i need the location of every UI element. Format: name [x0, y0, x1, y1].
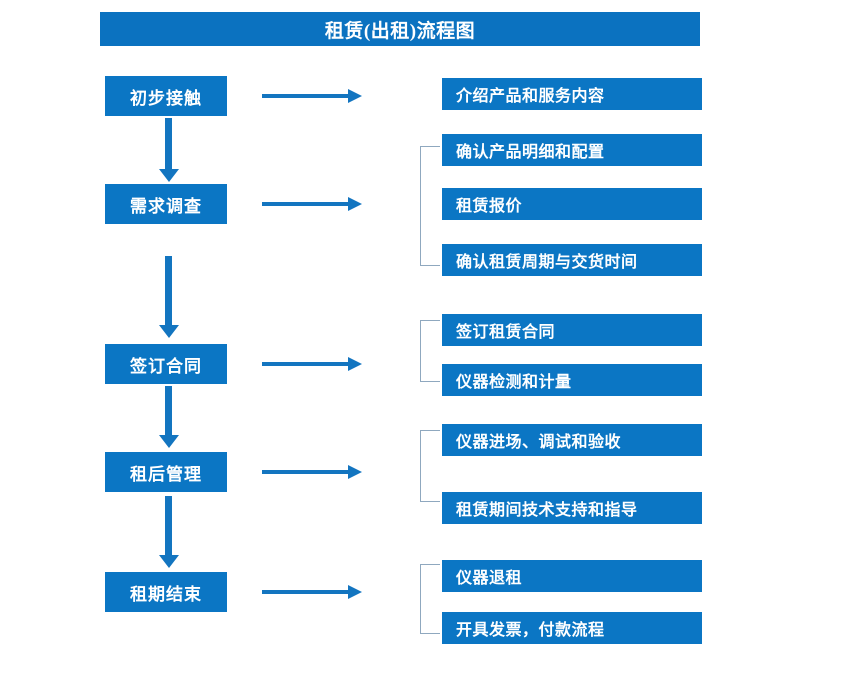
group-bracket-需求调查 — [420, 146, 440, 266]
detail-box-介绍产品和服务内容[interactable]: 介绍产品和服务内容 — [442, 78, 702, 110]
horizontal-arrow-icon-4 — [262, 465, 362, 479]
vertical-arrow-icon-1 — [159, 118, 179, 182]
stage-box-签订合同[interactable]: 签订合同 — [105, 344, 227, 384]
horizontal-arrow-icon-2 — [262, 197, 362, 211]
horizontal-arrow-icon-5 — [262, 585, 362, 599]
horizontal-arrow-icon-1 — [262, 89, 362, 103]
group-bracket-租后管理 — [420, 430, 440, 502]
group-bracket-租期结束 — [420, 564, 440, 634]
detail-box-仪器检测和计量[interactable]: 仪器检测和计量 — [442, 364, 702, 396]
horizontal-arrow-icon-3 — [262, 357, 362, 371]
detail-box-租赁期间技术支持和指导[interactable]: 租赁期间技术支持和指导 — [442, 492, 702, 524]
stage-box-租后管理[interactable]: 租后管理 — [105, 452, 227, 492]
vertical-arrow-icon-3 — [159, 386, 179, 448]
diagram-title: 租赁(出租)流程图 — [100, 12, 700, 46]
detail-box-确认租赁周期与交货时间[interactable]: 确认租赁周期与交货时间 — [442, 244, 702, 276]
detail-box-确认产品明细和配置[interactable]: 确认产品明细和配置 — [442, 134, 702, 166]
vertical-arrow-icon-4 — [159, 496, 179, 568]
detail-box-租赁报价[interactable]: 租赁报价 — [442, 188, 702, 220]
stage-box-租期结束[interactable]: 租期结束 — [105, 572, 227, 612]
stage-box-初步接触[interactable]: 初步接触 — [105, 76, 227, 116]
detail-box-仪器进场调试和验收[interactable]: 仪器进场、调试和验收 — [442, 424, 702, 456]
detail-box-开具发票付款流程[interactable]: 开具发票，付款流程 — [442, 612, 702, 644]
group-bracket-签订合同 — [420, 320, 440, 382]
vertical-arrow-icon-2 — [159, 256, 179, 338]
detail-box-仪器退租[interactable]: 仪器退租 — [442, 560, 702, 592]
stage-box-需求调查[interactable]: 需求调查 — [105, 184, 227, 224]
detail-box-签订租赁合同[interactable]: 签订租赁合同 — [442, 314, 702, 346]
